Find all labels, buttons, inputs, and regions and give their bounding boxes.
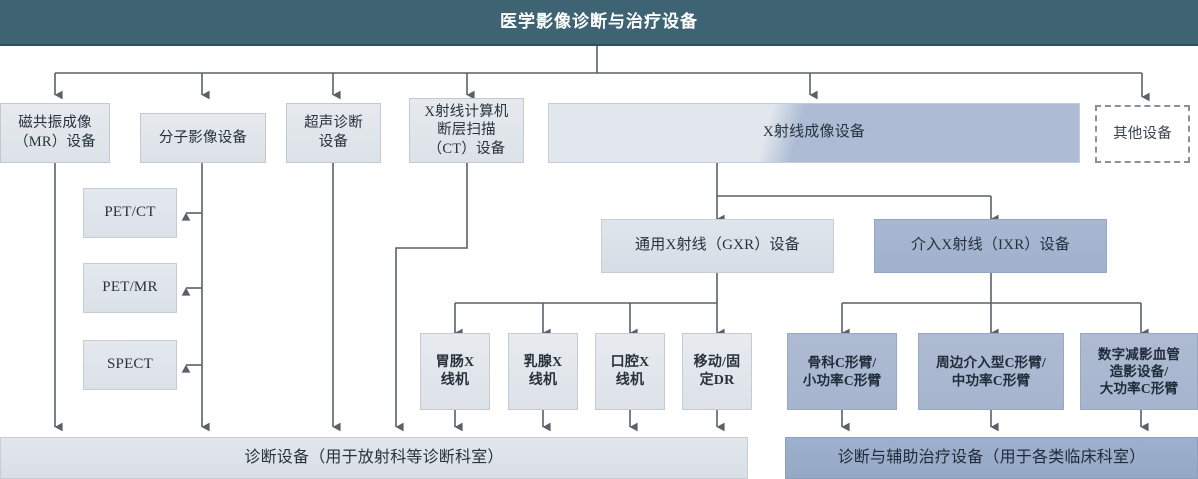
- node-other-equipment-label: 其他设备: [1113, 125, 1172, 142]
- node-gxr-label: 通用X射线（GXR）设备: [635, 237, 800, 254]
- node-spect-label: SPECT: [106, 356, 153, 373]
- node-ortho-carm[interactable]: 骨科C形臂/小功率C形臂: [787, 333, 897, 410]
- node-pet-ct[interactable]: PET/CT: [83, 188, 177, 238]
- node-ixr[interactable]: 介入X射线（IXR）设备: [874, 219, 1107, 273]
- footer-diagnostic-equipment[interactable]: 诊断设备（用于放射科等诊断科室）: [0, 437, 748, 479]
- node-gxr[interactable]: 通用X射线（GXR）设备: [601, 219, 834, 273]
- node-ct[interactable]: X射线计算机断层扫描（CT）设备: [409, 98, 524, 163]
- footer-diagnostic-equipment-label: 诊断设备（用于放射科等诊断科室）: [244, 448, 504, 466]
- node-dsa[interactable]: 数字减影血管造影设备/大功率C形臂: [1080, 333, 1198, 410]
- node-ixr-label: 介入X射线（IXR）设备: [910, 237, 1071, 254]
- node-ortho-carm-label: 骨科C形臂/小功率C形臂: [802, 355, 882, 388]
- node-ultrasound-label: 超声诊断设备: [304, 115, 363, 150]
- node-mobile-fixed-dr[interactable]: 移动/固定DR: [682, 333, 752, 410]
- node-peripheral-carm-label: 周边介入型C形臂/中功率C形臂: [936, 355, 1046, 388]
- node-ultrasound[interactable]: 超声诊断设备: [286, 103, 381, 163]
- node-pet-mr-label: PET/MR: [102, 279, 158, 296]
- node-spect[interactable]: SPECT: [83, 340, 177, 390]
- diagram-title: 医学影像诊断与治疗设备: [0, 0, 1198, 46]
- footer-therapy-equipment[interactable]: 诊断与辅助治疗设备（用于各类临床科室）: [785, 437, 1198, 479]
- node-other-equipment[interactable]: 其他设备: [1095, 105, 1190, 163]
- node-pet-ct-label: PET/CT: [104, 204, 156, 221]
- node-mr-label: 磁共振成像（MR）设备: [14, 115, 96, 150]
- node-peripheral-carm[interactable]: 周边介入型C形臂/中功率C形臂: [918, 333, 1064, 410]
- node-ct-label: X射线计算机断层扫描（CT）设备: [424, 103, 509, 157]
- node-mr[interactable]: 磁共振成像（MR）设备: [0, 103, 110, 163]
- node-xray-imaging[interactable]: X射线成像设备: [548, 103, 1080, 163]
- node-molecular-imaging-label: 分子影像设备: [158, 129, 248, 146]
- node-mobile-fixed-dr-label: 移动/固定DR: [693, 354, 741, 388]
- node-molecular-imaging[interactable]: 分子影像设备: [140, 113, 266, 163]
- node-dsa-label: 数字减影血管造影设备/大功率C形臂: [1097, 346, 1181, 397]
- footer-therapy-equipment-label: 诊断与辅助治疗设备（用于各类临床科室）: [837, 448, 1146, 466]
- node-pet-mr[interactable]: PET/MR: [83, 263, 177, 313]
- node-xray-imaging-label: X射线成像设备: [762, 124, 866, 141]
